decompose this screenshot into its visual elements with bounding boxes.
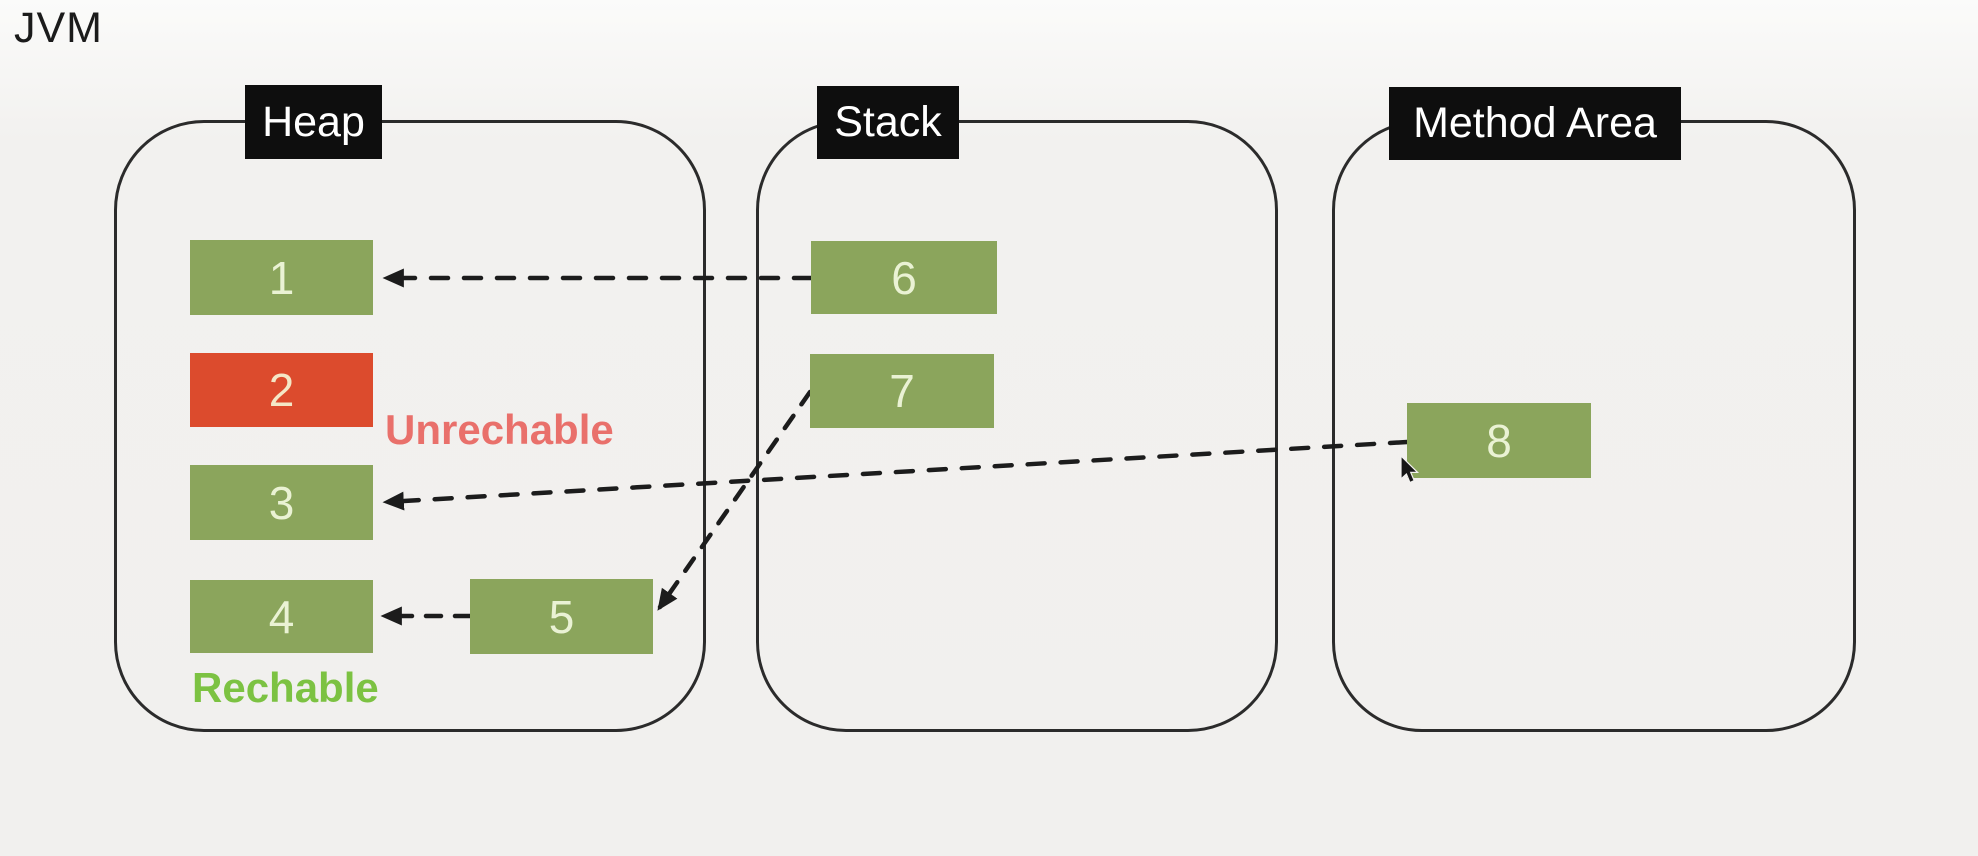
heap-object-5: 5 <box>470 579 653 654</box>
method-area-object-8: 8 <box>1407 403 1591 478</box>
heap-object-4: 4 <box>190 580 373 653</box>
diagram-title: JVM <box>14 4 103 52</box>
method-area-region-label: Method Area <box>1389 87 1681 160</box>
heap-object-2: 2 <box>190 353 373 427</box>
reachable-label: Rechable <box>192 664 379 711</box>
stack-frame-7: 7 <box>810 354 994 428</box>
heap-region-label: Heap <box>245 85 382 159</box>
heap-object-3: 3 <box>190 465 373 540</box>
stack-region-label: Stack <box>817 86 959 159</box>
mouse-cursor-icon <box>1400 456 1420 484</box>
stack-frame-6: 6 <box>811 241 997 314</box>
heap-object-1: 1 <box>190 240 373 315</box>
unreachable-label: Unrechable <box>385 406 614 453</box>
